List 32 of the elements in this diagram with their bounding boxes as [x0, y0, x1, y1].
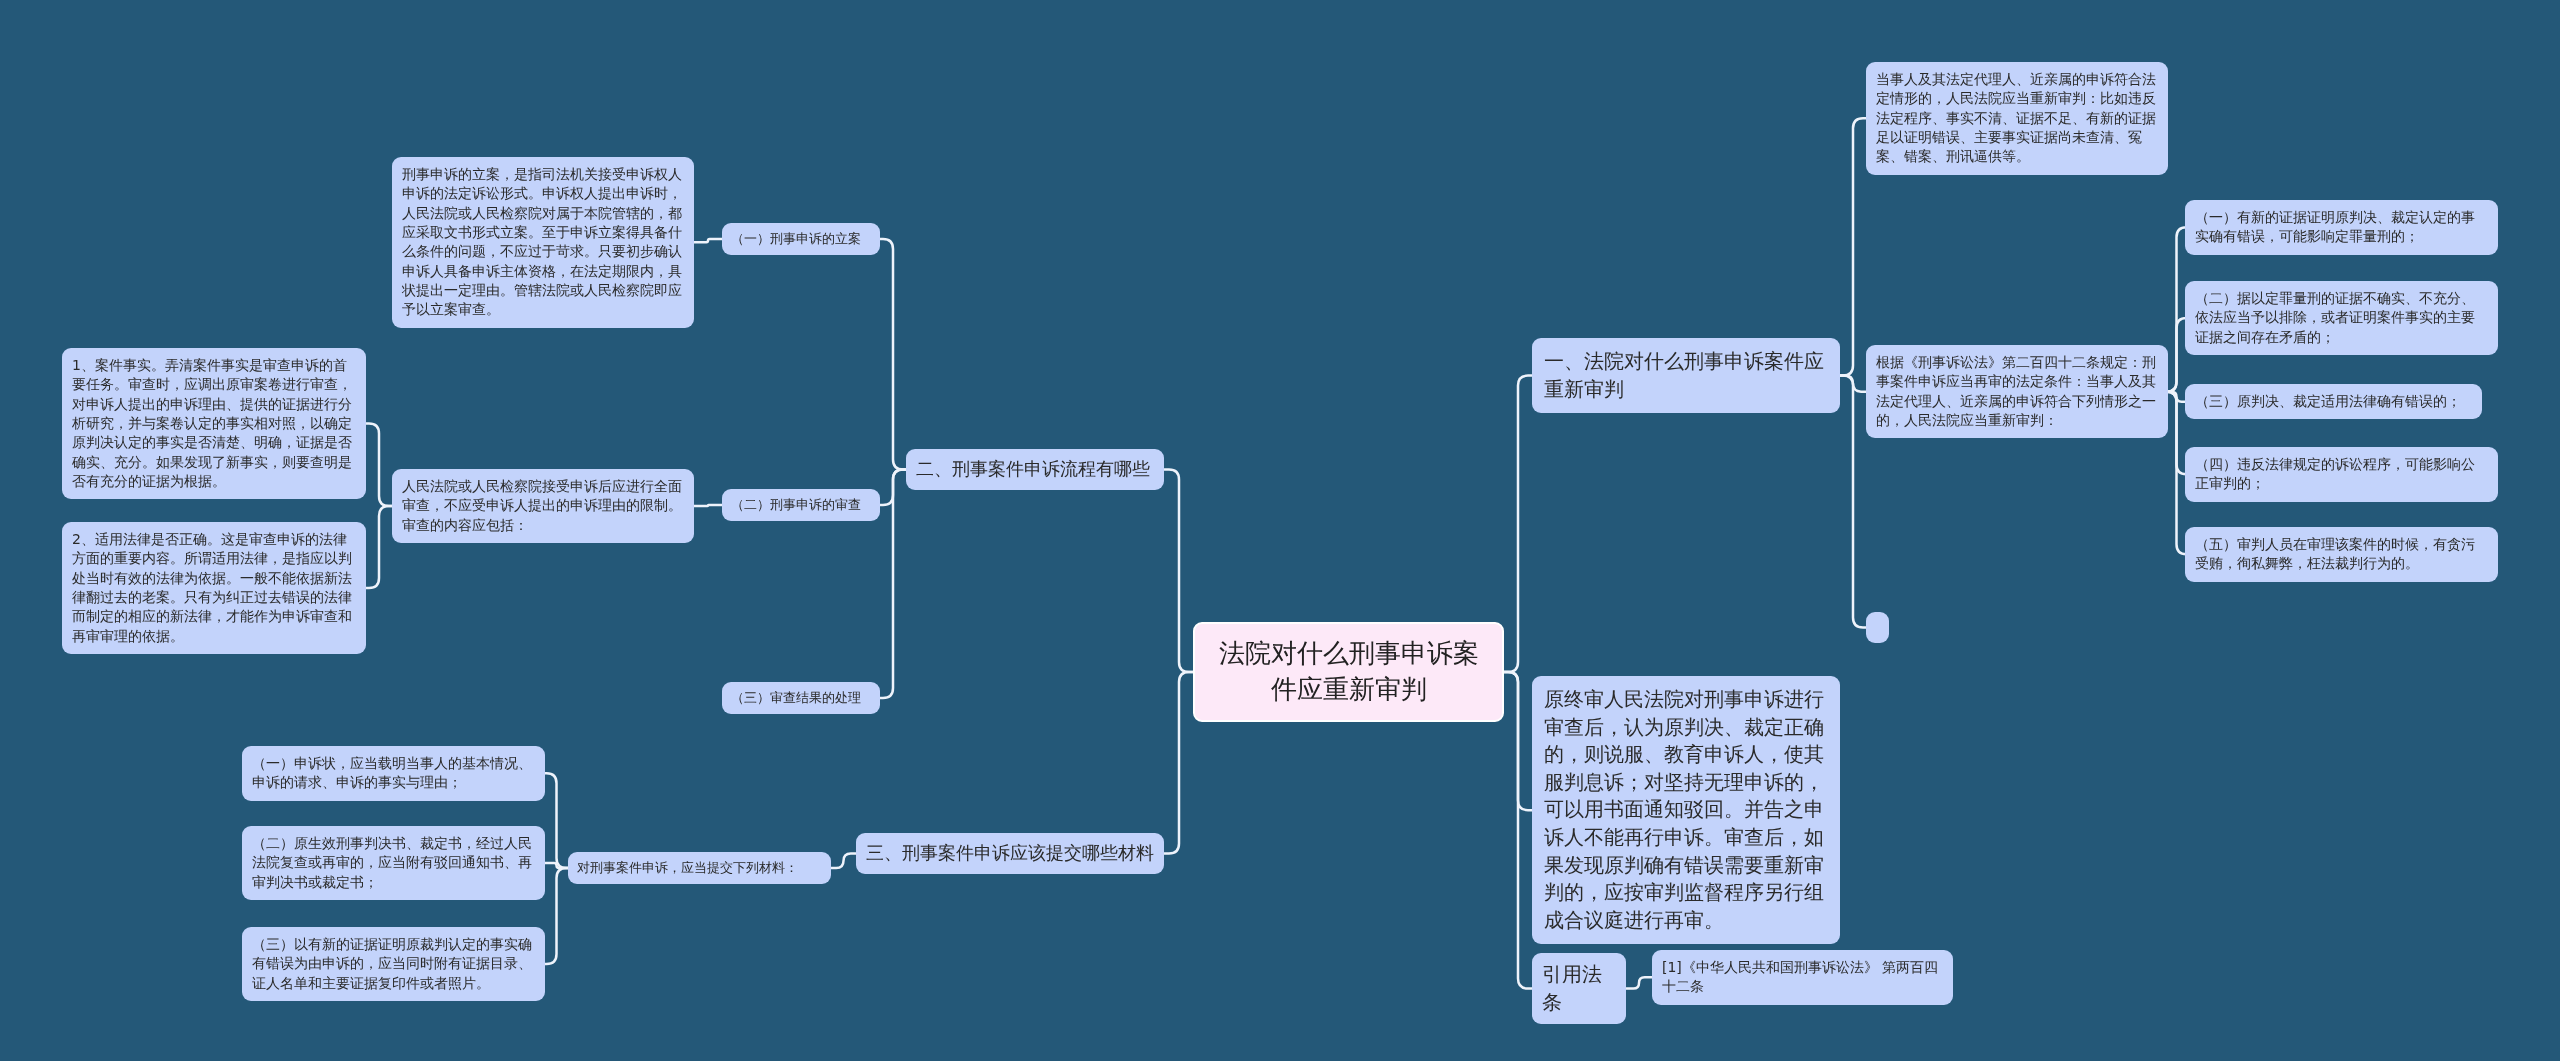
topic-box: 原终审人民法院对刑事申诉进行审查后，认为原判决、裁定正确的，则说服、教育申诉人，使其服判息诉；对坚持无理申诉的，可以用书面通知驳回。并告之申诉人不能再行申诉。审查后，如果发现原判确有错误需要重新审判的，应按审判监督程序另行组成合议庭进行再审。	[1532, 676, 1840, 945]
empty-topic-box	[1866, 612, 1889, 643]
topic-box: （二）刑事申诉的审查	[722, 489, 880, 521]
connector-line	[831, 852, 856, 870]
topic-box: （五）审判人员在审理该案件的时候，有贪污受贿，徇私舞弊，枉法裁判行为的。	[2185, 527, 2498, 582]
topic-box: （一）申诉状，应当载明当事人的基本情况、申诉的请求、申诉的事实与理由；	[242, 746, 545, 801]
topic-box: 二、刑事案件申诉流程有哪些	[906, 449, 1164, 490]
topic-box: （三）以有新的证据证明原裁判认定的事实确有错误为由申诉的，应当同时附有证据目录、证人名单和主要证据复印件或者照片。	[242, 927, 545, 1001]
topic-box: 当事人及其法定代理人、近亲属的申诉符合法定情形的，人民法院应当重新审判：比如违反法定程序、事实不清、证据不足、有新的证据足以证明错误、主要事实证据尚未查清、冤案、错案、刑讯逼供等。	[1866, 62, 2168, 175]
topic-box: （三）审查结果的处理	[722, 682, 880, 714]
topic-box: （一）有新的证据证明原判决、裁定认定的事实确有错误，可能影响定罪量刑的；	[2185, 200, 2498, 255]
connector-line	[2168, 390, 2185, 403]
topic-box: （二）据以定罪量刑的证据不确实、不充分、依法应当予以排除，或者证明案件事实的主要证据之间存在矛盾的；	[2185, 281, 2498, 355]
central-topic-box: 法院对什么刑事申诉案件应重新审判	[1193, 622, 1504, 722]
connector-line	[694, 503, 722, 508]
topic-box: 根据《刑事诉讼法》第二百四十二条规定：刑事案件申诉应当再审的法定条件：当事人及其法定代理人、近亲属的申诉符合下列情形之一的，人民法院应当重新审判：	[1866, 345, 2168, 439]
topic-box: 人民法院或人民检察院接受申诉后应进行全面审查，不应受申诉人提出的申诉理由的限制。审查的内容应包括：	[392, 469, 694, 543]
topic-box: 三、刑事案件申诉应该提交哪些材料	[856, 833, 1164, 874]
topic-box: （四）违反法律规定的诉讼程序，可能影响公正审判的；	[2185, 447, 2498, 502]
topic-box: 2、适用法律是否正确。这是审查申诉的法律方面的重要内容。所谓适用法律，是指应以判处当时有效的法律为依据。一般不能依据新法律翻过去的老案。只有为纠正过去错误的法律而制定的相应的新法律，才能作为申诉审查和再审审理的依据。	[62, 522, 366, 654]
topic-box: （二）原生效刑事判决书、裁定书，经过人民法院复查或再审的，应当附有驳回通知书、再审判决书或裁定书；	[242, 826, 545, 900]
connector-line	[544, 866, 569, 966]
connector-line	[1626, 976, 1652, 990]
topic-box: 对刑事案件申诉，应当提交下列材料：	[568, 852, 831, 884]
topic-box: （一）刑事申诉的立案	[722, 223, 880, 255]
topic-box: [1]《中华人民共和国刑事诉讼法》 第两百四十二条	[1652, 950, 1953, 1005]
topic-box: 刑事申诉的立案，是指司法机关接受申诉权人申诉的法定诉讼形式。申诉权人提出申诉时，人民法院或人民检察院对属于本院管辖的，都应采取文书形式立案。至于申诉立案得具备什么条件的问题，不应过于苛求。只要初步确认申诉人具备申诉主体资格，在法定期限内，具状提出一定理由。管辖法院或人民检察院即应予以立案审查。	[392, 157, 694, 328]
topic-box: （三）原判决、裁定适用法律确有错误的；	[2185, 384, 2482, 420]
topic-box: 1、案件事实。弄清案件事实是审查申诉的首要任务。审查时，应调出原审案卷进行审查，对申诉人提出的申诉理由、提供的证据进行分析研究，并与案卷认定的事实相对照，以确定原判决认定的事实是否清楚、明确，证据是否确实、充分。如果发现了新事实，则要查明是否有充分的证据为根据。	[62, 348, 366, 500]
connector-line	[694, 237, 722, 244]
topic-box: 引用法条	[1532, 953, 1626, 1025]
topic-box: 一、法院对什么刑事申诉案件应重新审判	[1532, 338, 1840, 414]
